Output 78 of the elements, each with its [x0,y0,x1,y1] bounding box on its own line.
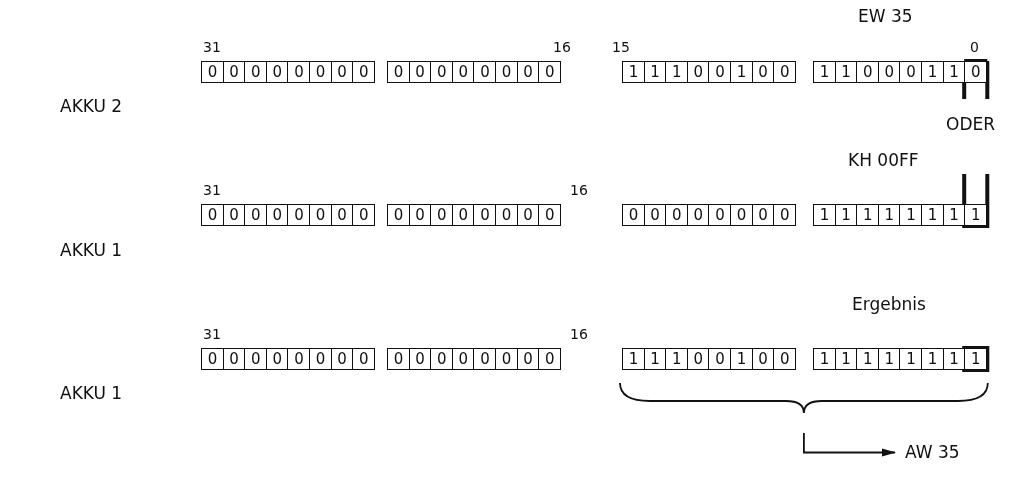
bit-number: 16 [570,327,588,341]
bit-number: 31 [203,183,221,197]
bit-cell: 0 [708,348,732,370]
bit-cell: 0 [287,61,311,83]
register-label: AKKU 1 [60,242,123,259]
bit-cell: 0 [622,204,646,226]
bit-cell: 1 [856,204,880,226]
bit-number: 16 [553,40,571,54]
bit-cell: 1 [665,348,689,370]
bit-cell: 1 [813,204,837,226]
bit-cell: 0 [244,348,268,370]
bit-cell: 0 [856,61,880,83]
bit-cell: 0 [387,61,411,83]
bit-cell: 0 [287,348,311,370]
bit-cell: 0 [773,204,797,226]
arrow [803,432,896,457]
bit-cell: 0 [309,348,333,370]
bit-cell: 1 [856,348,880,370]
bit-cell: 0 [538,204,562,226]
bit-number: 31 [203,327,221,341]
bit-cell: 1 [622,348,646,370]
bit-cell: 0 [352,204,376,226]
bit-cell: 1 [921,61,945,83]
bit-cell: 0 [309,61,333,83]
bit-number: 15 [612,40,630,54]
bit-cell: 0 [495,204,519,226]
result-label: Ergebnis [852,296,926,313]
bit-cell: 0 [352,61,376,83]
bit-cell: 1 [730,61,754,83]
bit-cell: 1 [622,61,646,83]
bit-cell: 0 [309,204,333,226]
bit-cell: 0 [201,61,225,83]
bit-cell: 0 [473,348,497,370]
register-label: AKKU 1 [60,385,123,402]
bit-cell: 1 [899,204,923,226]
curly-brace [619,382,989,414]
operand-label: KH 00FF [848,152,919,169]
bit-cell: 1 [665,61,689,83]
operand-label: EW 35 [858,8,913,25]
bit-cell: 0 [244,61,268,83]
bit-cell: 0 [899,61,923,83]
bit-cell: 0 [352,348,376,370]
bit-cell: 0 [473,204,497,226]
bit-cell: 0 [244,204,268,226]
bit-cell: 0 [430,204,454,226]
bit-cell: 1 [964,348,988,370]
bit-cell: 1 [964,204,988,226]
bit-cell: 0 [665,204,689,226]
bit-cell: 0 [387,204,411,226]
bit-cell: 0 [773,61,797,83]
bit-cell: 0 [708,204,732,226]
bit-cell: 0 [964,61,988,83]
bit-cell: 0 [430,348,454,370]
bit-cell: 1 [730,348,754,370]
operation-label: ODER [946,116,996,133]
bit-cell: 0 [473,61,497,83]
bit-cell: 0 [538,61,562,83]
bit-cell: 0 [538,348,562,370]
bit-cell: 0 [495,61,519,83]
bit-cell: 1 [813,61,837,83]
bit-cell: 0 [773,348,797,370]
bit-cell: 0 [201,204,225,226]
bit-cell: 0 [430,61,454,83]
bit-cell: 0 [730,204,754,226]
output-label: AW 35 [905,444,960,461]
bit-cell: 1 [921,348,945,370]
bit-number: 16 [570,183,588,197]
bit-cell: 0 [495,348,519,370]
bit-cell: 0 [201,348,225,370]
bit-number: 31 [203,40,221,54]
bit-cell: 1 [899,348,923,370]
bit-cell: 0 [708,61,732,83]
bit-cell: 1 [813,348,837,370]
register-label: AKKU 2 [60,98,123,115]
bit-cell: 1 [921,204,945,226]
bit-cell: 0 [287,204,311,226]
bit-number: 0 [970,40,979,54]
bit-cell: 0 [387,348,411,370]
